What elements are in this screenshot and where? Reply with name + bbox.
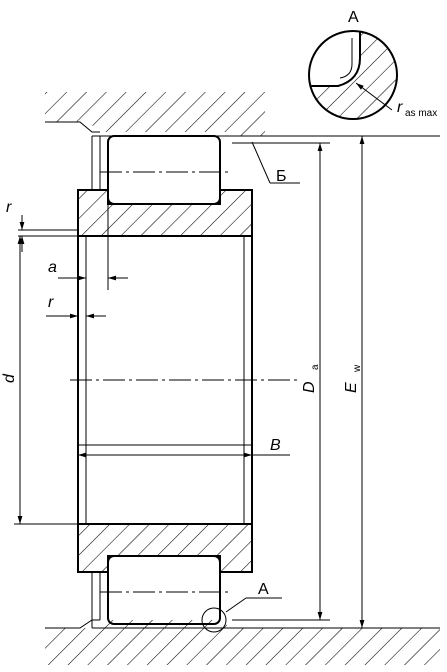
roller-bottom — [100, 555, 232, 625]
r-as-max-subscript: as max — [405, 108, 437, 119]
A-callout-label: A — [258, 581, 269, 598]
inner-ring-top — [77, 189, 253, 237]
dim-Ew — [265, 135, 375, 629]
section-B-label: Б — [276, 168, 287, 185]
r-left-label: r — [48, 294, 54, 311]
Ew-subscript: w — [352, 364, 363, 373]
r-as-max-label: r — [397, 99, 403, 116]
roller-top — [100, 135, 232, 205]
B-label: B — [270, 437, 281, 454]
Da-subscript: a — [310, 364, 321, 370]
detail-A-view — [308, 30, 398, 120]
detail-A-title: A — [348, 9, 359, 26]
leader-A — [201, 597, 282, 633]
leader-section — [251, 141, 300, 184]
Ew-label: E — [343, 382, 360, 393]
a-label: a — [48, 259, 57, 276]
dim-d — [14, 236, 78, 525]
Da-label: D — [301, 381, 318, 393]
dim-a — [58, 204, 128, 290]
dim-Da — [232, 142, 330, 621]
inner-ring-bottom — [77, 523, 253, 573]
dim-r-top — [18, 215, 78, 252]
housing-bottom — [45, 619, 440, 665]
d-label: d — [1, 373, 18, 383]
r-top-label: r — [6, 199, 12, 216]
